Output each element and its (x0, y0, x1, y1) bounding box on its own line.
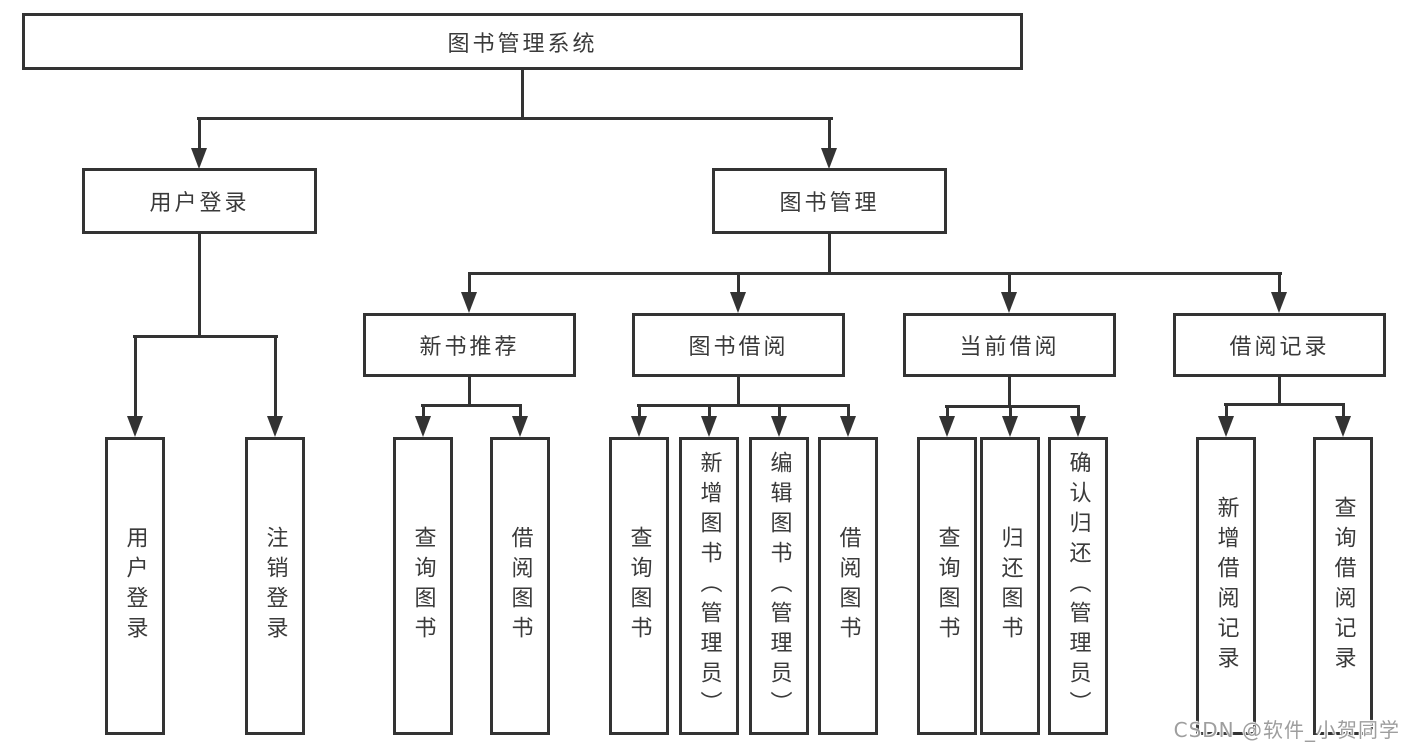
leaf-add-books-admin-label: 新增图书（管理员） (696, 451, 722, 721)
node-book-management: 图书管理 (712, 168, 947, 234)
csdn-watermark: CSDN @软件_小贺同学 (1173, 718, 1400, 742)
node-book-borrowing-label: 图书借阅 (688, 335, 789, 360)
arrow-down-icon (1335, 403, 1351, 437)
arrow-down-icon (191, 117, 207, 169)
leaf-query-borrow-record: 查询借阅记录 (1313, 437, 1373, 735)
connector-book-management-stub (828, 231, 831, 275)
leaf-add-borrow-record: 新增借阅记录 (1196, 437, 1256, 735)
leaf-return-books: 归还图书 (980, 437, 1040, 735)
node-user-login: 用户登录 (82, 168, 317, 234)
node-new-book-recommendation-label: 新书推荐 (419, 335, 520, 360)
arrow-down-icon (771, 404, 787, 437)
node-current-borrowing: 当前借阅 (903, 313, 1116, 377)
node-book-management-label: 图书管理 (779, 191, 880, 216)
leaf-borrow-books-recommend: 借阅图书 (490, 437, 550, 735)
leaf-query-borrow-record-label: 查询借阅记录 (1330, 496, 1356, 676)
arrow-down-icon (461, 272, 477, 313)
leaf-add-borrow-record-label: 新增借阅记录 (1213, 496, 1239, 676)
connector-new-book-stub (468, 376, 471, 407)
arrow-down-icon (415, 404, 431, 437)
leaf-edit-books-admin: 编辑图书（管理员） (749, 437, 809, 735)
arrow-down-icon (730, 272, 746, 313)
connector-user-login-hline (133, 335, 278, 338)
node-library-management-system: 图书管理系统 (22, 13, 1023, 70)
arrow-down-icon (1001, 272, 1017, 313)
connector-book-borrowing-hline (637, 404, 850, 407)
connector-new-book-hline (421, 404, 522, 407)
leaf-logout: 注销登录 (245, 437, 305, 735)
connector-user-login-stub (198, 233, 201, 337)
arrow-down-icon (512, 404, 528, 437)
arrow-down-icon (267, 335, 283, 437)
leaf-query-books-current-label: 查询图书 (934, 526, 960, 646)
node-library-management-system-label: 图书管理系统 (447, 31, 598, 57)
node-borrowing-records: 借阅记录 (1173, 313, 1386, 377)
arrow-down-icon (1271, 272, 1287, 313)
connector-root-stub (521, 68, 524, 120)
node-current-borrowing-label: 当前借阅 (959, 335, 1060, 360)
connector-current-borrowing-stub (1008, 376, 1011, 407)
node-borrowing-records-label: 借阅记录 (1229, 335, 1330, 360)
connector-current-borrowing-hline (945, 405, 1080, 408)
node-book-borrowing: 图书借阅 (632, 313, 845, 377)
arrow-down-icon (701, 404, 717, 437)
arrow-down-icon (127, 335, 143, 437)
arrow-down-icon (1218, 403, 1234, 437)
connector-level3-hline (468, 272, 1282, 275)
leaf-logout-label: 注销登录 (262, 526, 288, 646)
arrow-down-icon (1002, 405, 1018, 437)
arrow-down-icon (1070, 405, 1086, 437)
arrow-down-icon (840, 404, 856, 437)
leaf-user-login: 用户登录 (105, 437, 165, 735)
leaf-query-books-current: 查询图书 (917, 437, 977, 735)
leaf-borrow-books-recommend-label: 借阅图书 (507, 526, 533, 646)
leaf-confirm-return-admin-label: 确认归还（管理员） (1065, 451, 1091, 721)
leaf-return-books-label: 归还图书 (997, 526, 1023, 646)
node-new-book-recommendation: 新书推荐 (363, 313, 576, 377)
leaf-user-login-label: 用户登录 (122, 526, 148, 646)
arrow-down-icon (939, 405, 955, 437)
connector-root-hline (197, 117, 833, 120)
node-user-login-label: 用户登录 (149, 191, 250, 216)
leaf-edit-books-admin-label: 编辑图书（管理员） (766, 451, 792, 721)
leaf-confirm-return-admin: 确认归还（管理员） (1048, 437, 1108, 735)
leaf-borrow-books-borrowing-label: 借阅图书 (835, 526, 861, 646)
leaf-query-books-borrowing: 查询图书 (609, 437, 669, 735)
leaf-query-books-recommend-label: 查询图书 (410, 526, 436, 646)
arrow-down-icon (821, 117, 837, 169)
connector-borrowing-records-hline (1224, 403, 1345, 406)
leaf-query-books-borrowing-label: 查询图书 (626, 526, 652, 646)
connector-borrowing-records-stub (1278, 376, 1281, 406)
connector-book-borrowing-stub (737, 376, 740, 407)
leaf-add-books-admin: 新增图书（管理员） (679, 437, 739, 735)
leaf-query-books-recommend: 查询图书 (393, 437, 453, 735)
leaf-borrow-books-borrowing: 借阅图书 (818, 437, 878, 735)
arrow-down-icon (631, 404, 647, 437)
